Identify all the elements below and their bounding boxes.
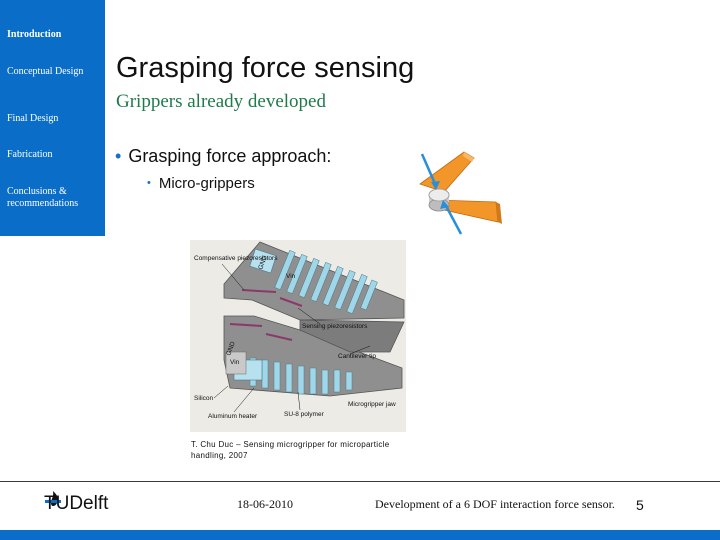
footer-title: Development of a 6 DOF interaction force… <box>375 497 615 511</box>
page-number: 5 <box>636 497 644 513</box>
sidebar-nav: Introduction Conceptual Design Final Des… <box>0 0 105 236</box>
tudelft-flame-logo-icon <box>45 491 61 506</box>
footer-bar <box>0 530 720 540</box>
label-compensative: Compensative piezoresistors <box>194 255 278 262</box>
slide-title: Grasping force sensing <box>116 52 415 84</box>
sidebar-item-fabrication[interactable]: Fabrication <box>7 149 53 160</box>
bullet-dot-icon: • <box>115 146 122 166</box>
bullet-text: Micro-grippers <box>158 175 255 192</box>
tudelft-logo-text: TUDelft <box>44 493 109 514</box>
bullet-level-2: • Micro-grippers <box>147 175 255 192</box>
label-silicon: Silicon <box>194 395 214 402</box>
label-vin-top: Vin <box>286 273 296 280</box>
sidebar-item-final-design[interactable]: Final Design <box>7 113 59 124</box>
sidebar-item-conceptual-design[interactable]: Conceptual Design <box>7 66 84 77</box>
label-gnd-top: GND <box>257 254 269 270</box>
slide-subtitle: Grippers already developed <box>116 91 326 112</box>
label-aluminum: Aluminum heater <box>208 413 258 420</box>
bullet-dot-icon: • <box>147 177 151 189</box>
microgripper-figure: Compensative piezoresistors GND Vin Sens… <box>190 240 406 432</box>
label-cantilever: Cantilever tip <box>338 353 376 360</box>
label-su8: SU-8 polymer <box>284 411 325 418</box>
footer-divider <box>0 481 720 482</box>
label-vin-bottom: Vin <box>230 359 240 366</box>
sidebar-item-conclusions[interactable]: Conclusions & recommendations <box>7 186 79 209</box>
figure-caption: T. Chu Duc – Sensing microgripper for mi… <box>191 440 390 460</box>
footer-date: 18-06-2010 <box>237 497 293 511</box>
label-sensing: Sensing piezoresistors <box>302 323 368 330</box>
bullet-level-1: • Grasping force approach: <box>115 146 331 167</box>
bullet-text: Grasping force approach: <box>128 146 332 166</box>
gripper-diagram-icon <box>419 151 502 235</box>
sidebar-item-introduction[interactable]: Introduction <box>7 29 62 40</box>
label-gnd-bottom: GND <box>225 340 237 356</box>
label-jaw: Microgripper jaw <box>348 401 396 408</box>
